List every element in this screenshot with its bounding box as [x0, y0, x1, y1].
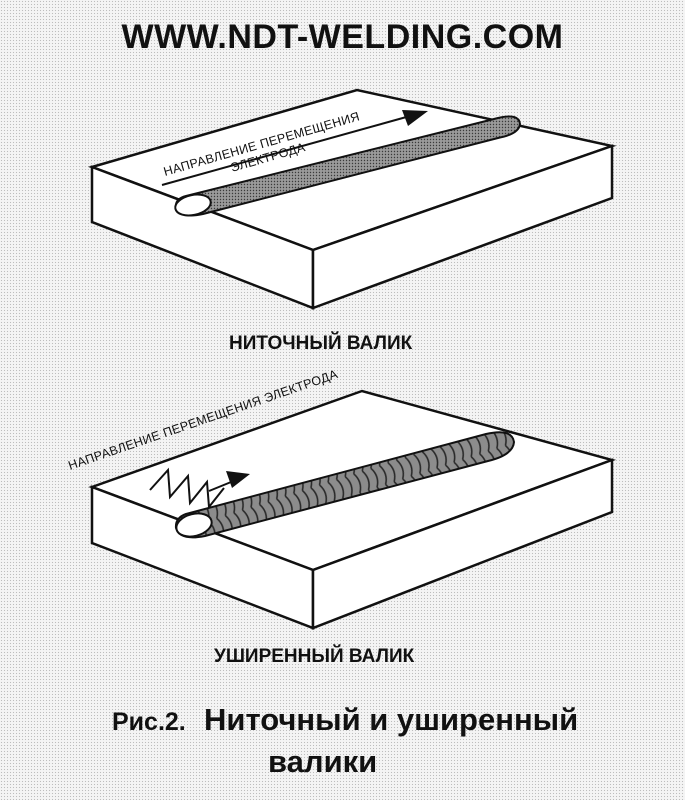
caption-stringer-bead: НИТОЧНЫЙ ВАЛИК [229, 333, 413, 354]
direction-arrow-line [161, 115, 411, 186]
weave-weld-bead [174, 431, 516, 539]
figure-caption-line1: Ниточный и уширенный [204, 702, 579, 737]
plate-stringer-bead: НАПРАВЛЕНИЕ ПЕРЕМЕЩЕНИЯ ЭЛЕКТРОДА [88, 88, 617, 310]
plate-side-face [311, 458, 614, 630]
direction-arrowhead-icon [402, 110, 428, 126]
weave-motion-zigzag [149, 467, 225, 510]
plate-weave-bead: НАПРАВЛЕНИЕ ПЕРЕМЕЩЕНИЯ ЭЛЕКТРОДА [66, 367, 617, 630]
direction-arrowhead-icon [226, 471, 250, 488]
figure-number: Рис.2. [112, 708, 186, 736]
figure-caption-line2: валики [268, 744, 378, 779]
plate-side-face [311, 144, 614, 310]
bead-start-crater [174, 193, 212, 217]
site-title: WWW.NDT-WELDING.COM [121, 18, 564, 56]
caption-weave-bead: УШИРЕННЫЙ ВАЛИК [214, 646, 415, 667]
bead-start-crater [175, 512, 213, 538]
